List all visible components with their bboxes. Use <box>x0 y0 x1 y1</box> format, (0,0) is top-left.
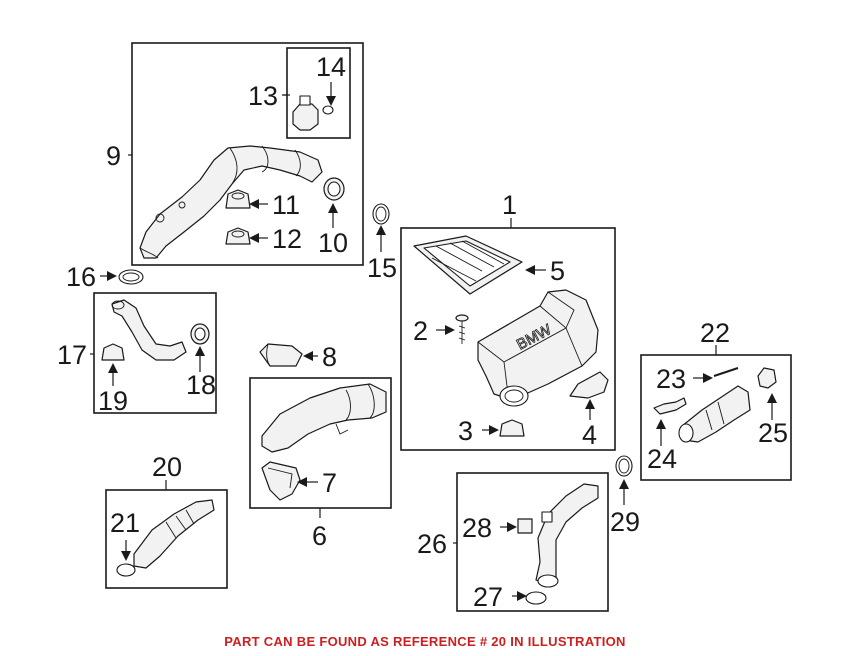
box-group-17 <box>93 292 217 414</box>
callout-8: 8 <box>322 342 337 372</box>
box-group-9 <box>131 42 364 266</box>
intake-hose-part-6 <box>261 383 387 453</box>
box-group-13 <box>286 47 351 139</box>
callout-17: 17 <box>57 340 87 370</box>
grommet-part-19 <box>101 343 125 361</box>
callout-24: 24 <box>647 444 677 474</box>
callout-3: 3 <box>458 416 473 446</box>
callout-12: 12 <box>272 224 302 254</box>
callout-11: 11 <box>272 190 300 220</box>
reference-caption: PART CAN BE FOUND AS REFERENCE # 20 IN I… <box>224 634 626 649</box>
callout-19: 19 <box>98 386 128 416</box>
strip-part-23 <box>713 367 739 377</box>
hose-part-20 <box>133 499 215 569</box>
callout-14: 14 <box>316 52 346 82</box>
callout-29: 29 <box>610 507 640 537</box>
callout-5: 5 <box>550 256 565 286</box>
callout-16: 16 <box>66 262 96 292</box>
callout-7: 7 <box>322 468 337 498</box>
box-group-1 <box>400 227 616 451</box>
callout-28: 28 <box>462 513 492 543</box>
clip-part-28 <box>517 518 533 534</box>
snorkel-part-22 <box>678 385 751 443</box>
box-group-26 <box>456 472 609 612</box>
clamp-part-16 <box>118 269 144 285</box>
callout-1: 1 <box>502 190 517 220</box>
bracket-part-24 <box>653 397 687 415</box>
callout-20: 20 <box>152 452 182 482</box>
screw-part-2 <box>455 314 469 344</box>
callout-6: 6 <box>312 521 327 551</box>
callout-arrows <box>100 82 777 601</box>
callout-15: 15 <box>367 253 397 283</box>
callout-27: 27 <box>473 582 503 612</box>
sensor-part <box>292 95 334 131</box>
air-box-housing-part: BMW <box>477 289 599 407</box>
callout-2: 2 <box>413 316 428 346</box>
grommet-part-3 <box>499 419 525 437</box>
callout-18: 18 <box>186 370 216 400</box>
callout-9: 9 <box>106 141 121 171</box>
sensor-part-25 <box>757 367 777 389</box>
air-filter-part-5 <box>413 235 523 295</box>
seal-part-21 <box>116 563 136 577</box>
clamp-part-15 <box>372 203 390 225</box>
callout-13: 13 <box>248 81 278 111</box>
clamp-part-29 <box>615 455 633 477</box>
callout-23: 23 <box>656 364 686 394</box>
callout-10: 10 <box>318 228 348 258</box>
callout-4: 4 <box>582 420 597 450</box>
bracket-part-7 <box>261 461 301 501</box>
seal-part-27 <box>525 591 547 605</box>
grommet-part-11 <box>225 189 251 209</box>
intake-duct-part <box>139 145 323 259</box>
cap-part-8 <box>259 343 303 367</box>
callout-26: 26 <box>417 529 447 559</box>
tube-part-26 <box>535 483 599 588</box>
bracket-part-4 <box>569 371 609 399</box>
seal-ring-part-10 <box>323 177 345 201</box>
callout-25: 25 <box>758 418 788 448</box>
hose-part-17 <box>111 299 187 361</box>
grommet-part-12 <box>225 227 251 245</box>
callout-21: 21 <box>110 508 140 538</box>
seal-ring-part-18 <box>190 323 210 345</box>
callout-22: 22 <box>700 318 730 348</box>
